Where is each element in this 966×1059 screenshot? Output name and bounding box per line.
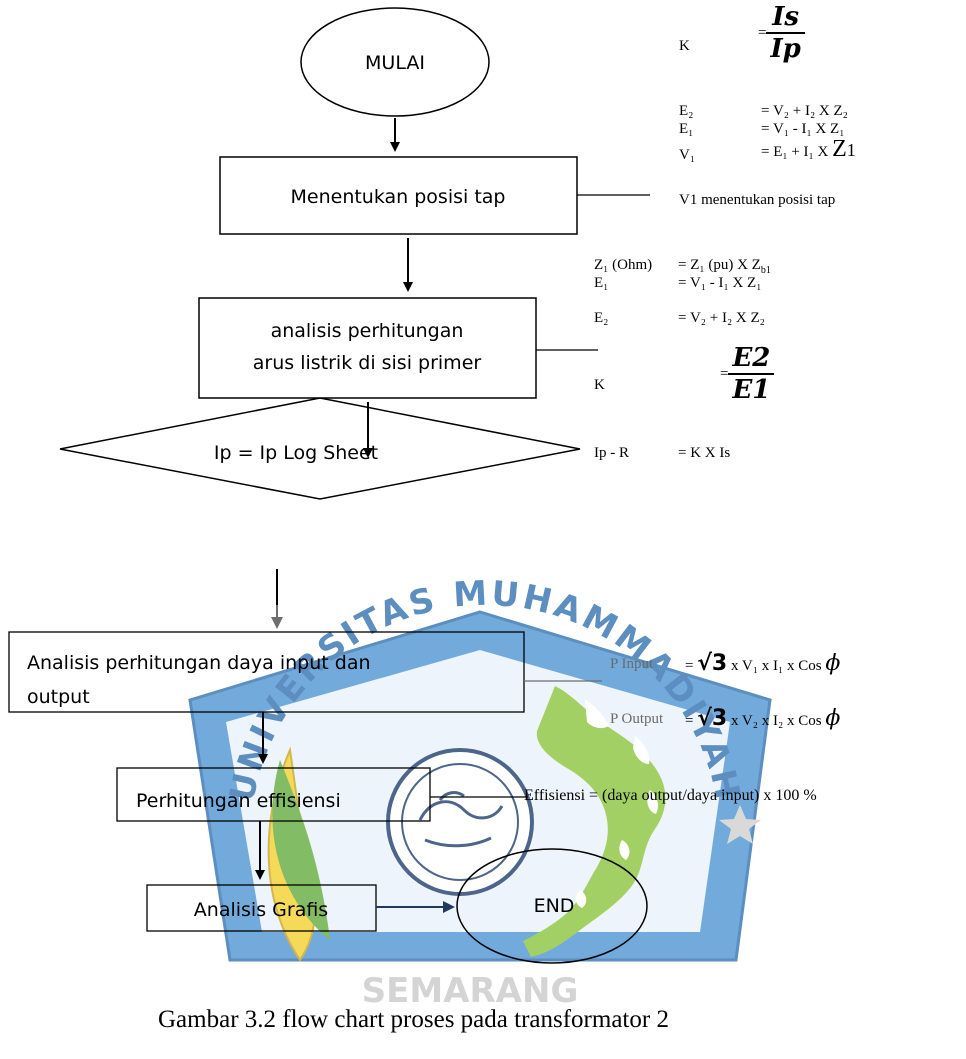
phi-icon: ϕ bbox=[825, 706, 841, 731]
step-primary-box bbox=[198, 297, 537, 399]
watermark-islands bbox=[523, 686, 666, 957]
step-primary-label-2: arus listrik di sisi primer bbox=[253, 352, 482, 374]
eq-power-output-rhs: x V₂ x I₂ x Cos bbox=[730, 713, 822, 729]
figure-caption: Gambar 3.2 flow chart proses pada transf… bbox=[158, 1006, 669, 1033]
step-tap-label: Menentukan posisi tap bbox=[291, 186, 506, 208]
eq-tap-k-numerator: Is bbox=[772, 2, 800, 32]
eq-tap-e1: E₁ = V₁ - I₁ X Z₁ bbox=[679, 121, 844, 137]
eq-primary-k-numerator: E2 bbox=[732, 343, 771, 373]
eq-primary-k-lhs: K bbox=[594, 377, 605, 393]
eq-tap-k-denominator: Ip bbox=[766, 32, 805, 64]
decision-label: Ip = Ip Log Sheet bbox=[214, 442, 378, 464]
start-label: MULAI bbox=[365, 52, 425, 74]
step-power-label-2: output bbox=[27, 686, 90, 708]
eq-power-input-equals: = bbox=[685, 658, 694, 674]
eq-power-input-rhs: x V₁ x I₁ x Cos bbox=[730, 658, 822, 674]
watermark-seal bbox=[386, 748, 534, 896]
eq-tap-v1-z-sub: 1 bbox=[846, 140, 856, 160]
watermark-star bbox=[719, 805, 761, 844]
eq-tap-e1-lhs: E₁ bbox=[679, 121, 694, 137]
eq-primary-ipr: Ip - R = K X Is bbox=[594, 445, 730, 461]
eq-primary-z1-sub: b1 bbox=[760, 265, 771, 276]
watermark-leaves-left bbox=[272, 760, 330, 940]
step-graph-label: Analisis Grafis bbox=[194, 899, 328, 921]
eq-power-input-lhs: P Input bbox=[610, 656, 654, 672]
watermark-calligraphy bbox=[418, 791, 504, 848]
eq-tap-v1-lhs: V₁ bbox=[679, 147, 696, 163]
step-tap-box bbox=[219, 156, 578, 235]
eq-primary-k-denominator: E1 bbox=[728, 373, 775, 405]
eq-primary-e2-lhs: E₂ bbox=[594, 310, 609, 326]
eq-tap-e2-lhs: E₂ bbox=[679, 103, 694, 119]
eq-tap-e1-rhs: = V₁ - I₁ X Z₁ bbox=[761, 121, 845, 137]
end-label: END bbox=[534, 895, 575, 917]
eq-power-output-lhs: P Output bbox=[610, 711, 664, 727]
eq-tap-v1: V₁ = E₁ + I₁ X Z1 bbox=[679, 137, 856, 163]
step-power-label-1: Analisis perhitungan daya input dan bbox=[27, 652, 371, 674]
eq-primary-e1: E₁ = V₁ - I₁ X Z₁ bbox=[594, 275, 761, 291]
eq-tap-e2: E₂ = V₂ + I₂ X Z₂ bbox=[679, 103, 848, 119]
eq-power-input: P Input = √3 x V₁ x I₁ x Cos ϕ bbox=[610, 651, 840, 677]
eq-primary-z1-rhs: = Z₁ (pu) X Z bbox=[678, 257, 761, 273]
eq-tap-k-lhs: K bbox=[679, 38, 690, 54]
eq-primary-e1-rhs: = V₁ - I₁ X Z₁ bbox=[678, 275, 762, 291]
eq-primary-k: K bbox=[594, 377, 605, 393]
eq-tap-e2-rhs: = V₂ + I₂ X Z₂ bbox=[761, 103, 848, 119]
eq-primary-z1-lhs: Z₁ (Ohm) bbox=[594, 257, 653, 273]
eq-primary-e1-lhs: E₁ bbox=[594, 275, 609, 291]
step-power-box bbox=[8, 631, 525, 713]
decision-diamond bbox=[59, 397, 581, 500]
eq-power-output-equals: = bbox=[685, 713, 694, 729]
step-efficiency-label: Perhitungan effisiensi bbox=[136, 790, 341, 812]
step-primary-label-1: analisis perhitungan bbox=[271, 320, 464, 342]
sqrt-3-icon: √3 bbox=[697, 706, 728, 731]
eq-efficiency: Effisiensi = (daya output/daya input) x … bbox=[524, 787, 817, 804]
eq-tap-k: K bbox=[679, 38, 690, 54]
start-terminator bbox=[300, 7, 490, 117]
eq-tap-v1-rhs: = E₁ + I₁ X bbox=[761, 144, 829, 160]
watermark-bottom-text: SEMARANG bbox=[362, 971, 579, 1011]
eq-tap-note: V1 menentukan posisi tap bbox=[679, 192, 836, 208]
phi-icon: ϕ bbox=[825, 651, 841, 676]
eq-primary-z1: Z₁ (Ohm) = Z₁ (pu) X Zb1 bbox=[594, 257, 771, 276]
end-terminator bbox=[456, 848, 648, 964]
eq-primary-ipr-lhs: Ip - R bbox=[594, 445, 629, 461]
eq-primary-e2-rhs: = V₂ + I₂ X Z₂ bbox=[678, 310, 765, 326]
step-efficiency-box bbox=[116, 767, 431, 822]
eq-primary-ipr-rhs: = K X Is bbox=[678, 445, 731, 461]
watermark-islands-white bbox=[575, 700, 658, 908]
sqrt-3-icon: √3 bbox=[697, 651, 728, 676]
eq-power-output: P Output = √3 x V₂ x I₂ x Cos ϕ bbox=[610, 706, 840, 732]
eq-tap-v1-z: Z bbox=[832, 136, 847, 162]
eq-primary-e2: E₂ = V₂ + I₂ X Z₂ bbox=[594, 310, 765, 326]
